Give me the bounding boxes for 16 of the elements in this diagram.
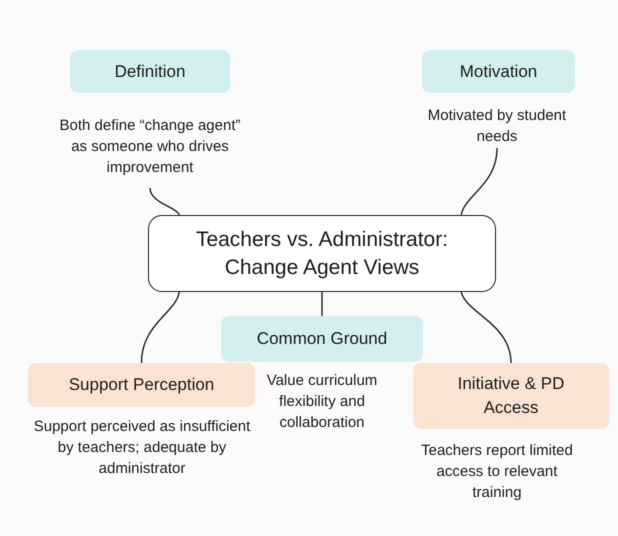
connector-line — [321, 292, 323, 316]
description-text: Motivated by student needs — [417, 104, 577, 148]
description-text: Value curriculum flexibility and collaboration — [266, 371, 378, 433]
connector-line — [149, 188, 180, 216]
description-text: Both define “change agent” as someone who drives improvement — [55, 104, 245, 188]
connector-line — [460, 148, 498, 216]
description-text: Teachers report limited access to relevant training — [420, 441, 574, 503]
connector-line — [140, 292, 180, 364]
description-text: Support perceived as insufficient by teachers; adequate by administrator — [32, 417, 252, 479]
topic-box: Initiative & PD Access — [413, 363, 609, 429]
title-box: Teachers vs. Administrator: Change Agent Views — [148, 215, 496, 292]
topic-box: Support Perception — [28, 363, 255, 407]
connector-line — [460, 292, 512, 364]
topic-box: Motivation — [422, 50, 575, 93]
topic-box: Definition — [70, 50, 230, 93]
topic-box: Common Ground — [221, 316, 423, 362]
